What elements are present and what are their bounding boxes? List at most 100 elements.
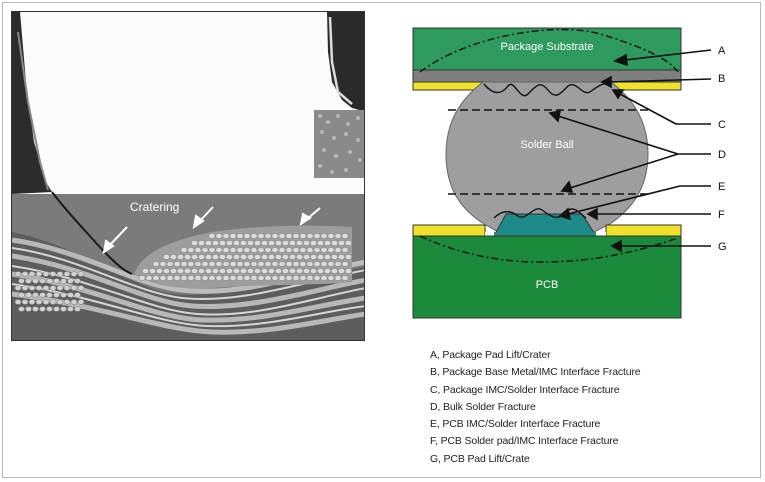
- callout-d: D: [718, 149, 726, 161]
- fiber-bubble: [212, 240, 220, 246]
- fiber-bubble: [226, 268, 234, 274]
- fiber-bubble: [28, 299, 36, 305]
- solder-ball: [445, 81, 649, 233]
- fiber-bubble: [254, 240, 262, 246]
- fiber-bubble: [292, 275, 300, 281]
- fiber-bubble: [25, 278, 32, 284]
- fiber-bubble: [240, 240, 248, 246]
- fiber-bubble: [187, 261, 195, 267]
- fiber-bubble: [344, 268, 352, 274]
- fiber-bubble: [281, 254, 289, 260]
- fiber-bubble: [334, 275, 342, 281]
- fiber-bubble: [285, 247, 293, 253]
- fiber-bubble: [70, 271, 78, 277]
- fiber-bubble: [215, 233, 223, 239]
- fiber-bubble: [170, 268, 178, 274]
- fiber-bubble: [261, 268, 269, 274]
- legend-item: F, PCB Solder pad/IMC Interface Fracture: [430, 435, 619, 448]
- fiber-bubble: [159, 261, 167, 267]
- callout-g: G: [718, 241, 727, 253]
- fiber-bubble: [233, 254, 241, 260]
- fiber-bubble: [35, 285, 43, 291]
- pcb-pad-right: [605, 224, 682, 237]
- fiber-bubble: [316, 240, 324, 246]
- fiber-bubble: [173, 275, 181, 281]
- fiber-bubble: [233, 240, 241, 246]
- fiber-bubble: [337, 240, 345, 246]
- package-pad-right: [610, 81, 682, 91]
- fiber-bubble: [32, 278, 39, 284]
- fiber-bubble: [212, 254, 220, 260]
- package-substrate-label: Package Substrate: [501, 41, 594, 53]
- fiber-bubble: [201, 247, 209, 253]
- fiber-bubble: [180, 275, 188, 281]
- fiber-bubble: [334, 247, 342, 253]
- fiber-bubble: [330, 268, 338, 274]
- fiber-bubble: [67, 292, 74, 298]
- package-pad-left: [412, 81, 484, 91]
- fiber-bubble: [299, 261, 307, 267]
- fiber-bubble: [177, 268, 185, 274]
- fiber-bubble: [327, 233, 335, 239]
- fiber-bubble: [226, 254, 234, 260]
- fiber-bubble: [320, 233, 328, 239]
- fiber-bubble: [337, 254, 345, 260]
- fiber-bubble: [184, 254, 192, 260]
- fiber-bubble: [271, 275, 279, 281]
- fiber-bubble: [46, 306, 53, 312]
- fiber-bubble: [191, 268, 199, 274]
- fiber-bubble: [292, 233, 300, 239]
- fiber-bubble: [219, 240, 227, 246]
- fiber-bubble: [18, 306, 25, 312]
- fiber-bubble: [302, 268, 310, 274]
- fiber-bubble: [63, 299, 71, 305]
- fiber-bubble: [247, 268, 255, 274]
- fiber-bubble: [323, 240, 331, 246]
- fiber-bubble: [299, 233, 307, 239]
- fiber-bubble: [330, 254, 338, 260]
- fiber-bubble: [281, 268, 289, 274]
- fiber-bubble: [243, 275, 251, 281]
- callout-c: C: [718, 119, 726, 131]
- fiber-bubble: [198, 254, 206, 260]
- fiber-bubble: [264, 233, 272, 239]
- fiber-bubble: [295, 268, 303, 274]
- fiber-bubble: [194, 261, 202, 267]
- fiber-bubble: [274, 240, 282, 246]
- fiber-bubble: [67, 278, 74, 284]
- fiber-bubble: [163, 254, 171, 260]
- fiber-bubble: [295, 254, 303, 260]
- fiber-bubble: [274, 254, 282, 260]
- fiber-bubble: [194, 275, 202, 281]
- fiber-bubble: [138, 275, 146, 281]
- fiber-bubble: [70, 285, 78, 291]
- solder-joint-diagram: Package Substrate Solder Ball PCB: [410, 24, 735, 324]
- fiber-bubble: [341, 247, 349, 253]
- fiber-bubble: [316, 268, 324, 274]
- fiber-bubble: [32, 292, 39, 298]
- fiber-bubble: [320, 275, 328, 281]
- fiber-bubble: [159, 275, 167, 281]
- fiber-bubble: [281, 240, 289, 246]
- fiber-bubble: [236, 247, 244, 253]
- fiber-bubble: [198, 240, 206, 246]
- fiber-bubble: [254, 254, 262, 260]
- fiber-bubble: [285, 275, 293, 281]
- fiber-bubble: [254, 268, 262, 274]
- fiber-bubble: [267, 268, 275, 274]
- fiber-bubble: [56, 299, 64, 305]
- fiber-bubble: [243, 247, 251, 253]
- fiber-bubble: [145, 275, 153, 281]
- fiber-bubble: [271, 233, 279, 239]
- fiber-bubble: [208, 233, 216, 239]
- fiber-bubble: [63, 271, 71, 277]
- fiber-bubble: [222, 275, 230, 281]
- fiber-bubble: [74, 292, 81, 298]
- fiber-bubble: [337, 268, 345, 274]
- fiber-bubble: [302, 240, 310, 246]
- fiber-bubble: [39, 292, 46, 298]
- fiber-bubble: [250, 233, 258, 239]
- fiber-bubble: [28, 285, 36, 291]
- callout-b: B: [718, 73, 725, 85]
